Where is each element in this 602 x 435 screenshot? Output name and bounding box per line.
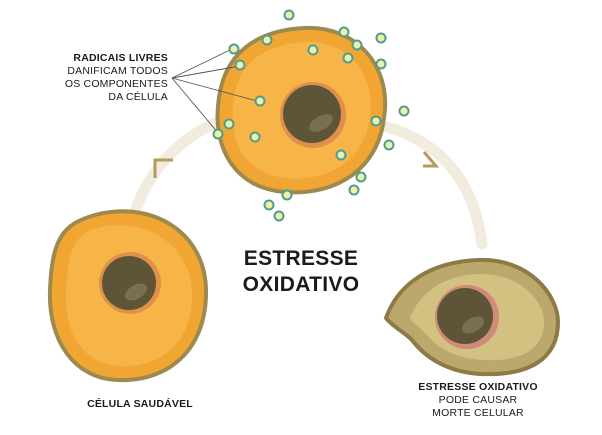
free-radical	[375, 32, 387, 44]
free-radical	[281, 189, 293, 201]
free-radical	[335, 149, 347, 161]
center-title: ESTRESSE OXIDATIVO	[226, 246, 376, 298]
free-radical	[375, 58, 387, 70]
label-pointer-lines	[171, 49, 258, 135]
free-radical	[342, 52, 354, 64]
free-radical	[228, 43, 240, 55]
cell-death-label: ESTRESSE OXIDATIVO PODE CAUSAR MORTE CEL…	[398, 381, 558, 420]
healthy-cell	[47, 209, 209, 383]
free-radicals-label: RADICAIS LIVRES DANIFICAM TODOS OS COMPO…	[48, 52, 168, 104]
free-radical	[223, 118, 235, 130]
free-radical	[338, 26, 350, 38]
free-radical	[351, 39, 363, 51]
free-radical	[273, 210, 285, 222]
free-radical	[263, 199, 275, 211]
free-radical	[283, 9, 295, 21]
stressed-cell	[215, 25, 388, 195]
cell-death-line-1: PODE CAUSAR	[438, 394, 518, 406]
free-radical	[254, 95, 266, 107]
free-radicals-line-2: OS COMPONENTES	[64, 78, 168, 90]
free-radicals-line-3: DA CÉLULA	[108, 91, 168, 103]
free-radicals-title: RADICAIS LIVRES	[73, 52, 168, 64]
free-radical	[307, 44, 319, 56]
free-radical	[370, 115, 382, 127]
free-radical	[383, 139, 395, 151]
free-radical	[234, 59, 246, 71]
free-radical	[398, 105, 410, 117]
arrowhead-right	[422, 151, 440, 168]
free-radical	[249, 131, 261, 143]
center-title-line-1: ESTRESSE	[243, 247, 359, 270]
center-title-line-2: OXIDATIVO	[242, 273, 360, 296]
free-radical	[212, 128, 224, 140]
dying-cell	[383, 257, 561, 377]
cell-death-title: ESTRESSE OXIDATIVO	[418, 381, 538, 393]
healthy-nucleus	[102, 256, 156, 310]
arrowhead-left	[153, 158, 173, 178]
free-radical	[261, 34, 273, 46]
stressed-nucleus	[283, 85, 341, 143]
free-radicals-line-1: DANIFICAM TODOS	[67, 65, 168, 77]
arc-stressed-to-dying	[378, 120, 488, 250]
free-radical	[355, 171, 367, 183]
dying-nucleus	[437, 288, 493, 344]
cell-death-line-2: MORTE CELULAR	[432, 407, 524, 419]
healthy-cell-label: CÉLULA SAUDÁVEL	[87, 398, 193, 410]
free-radicals	[212, 9, 410, 222]
free-radical	[348, 184, 360, 196]
